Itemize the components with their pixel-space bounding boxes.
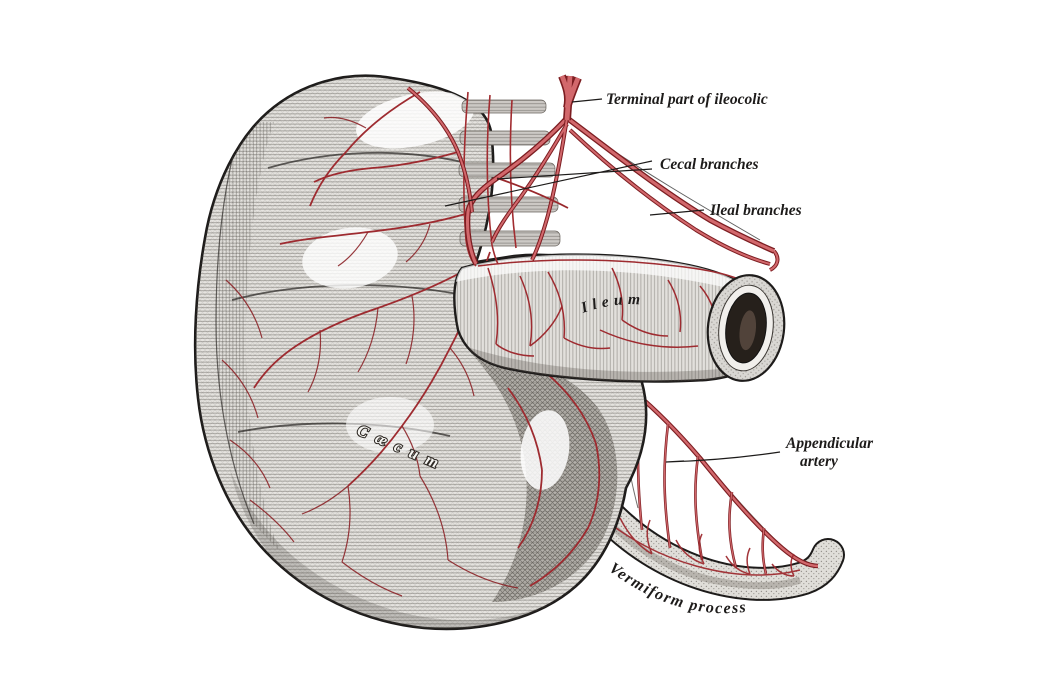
label-appendicular-artery-line1: Appendicular [785,435,874,452]
anastomosis-vessel [496,177,569,209]
leader-appendicular-artery [665,451,781,463]
leader-cecal-branches [444,160,653,207]
highlight [356,91,474,149]
highlight [302,227,398,289]
taenia-edge [215,121,255,525]
appendicular-artery [599,382,818,577]
label-ileal-branches: Ileal branches [709,202,802,219]
label-cecal-branches: Cecal branches [660,156,759,173]
taenia-coli-band [216,122,280,552]
label-appendicular-artery-line2: artery [800,453,838,470]
label-terminal-ileocolic: Terminal part of ileocolic [606,91,768,108]
mesentery-bands [458,91,561,267]
lumen-texture [739,310,757,351]
vessel-network-main [253,91,601,587]
appendix-shading [607,521,802,590]
ileum-cut-end [706,274,786,382]
highlight [520,410,570,490]
appendix-vessel-arcade [599,515,801,577]
cecal-surface-vessels [221,91,601,597]
cecum-bottom-shade [230,470,580,629]
leader-terminal-ileocolic [571,98,603,103]
ileocolic-artery-tree [406,76,780,272]
vessel-network-fine [221,116,519,597]
vermiform-process [596,502,828,586]
leader-ileal-branches [649,209,705,216]
